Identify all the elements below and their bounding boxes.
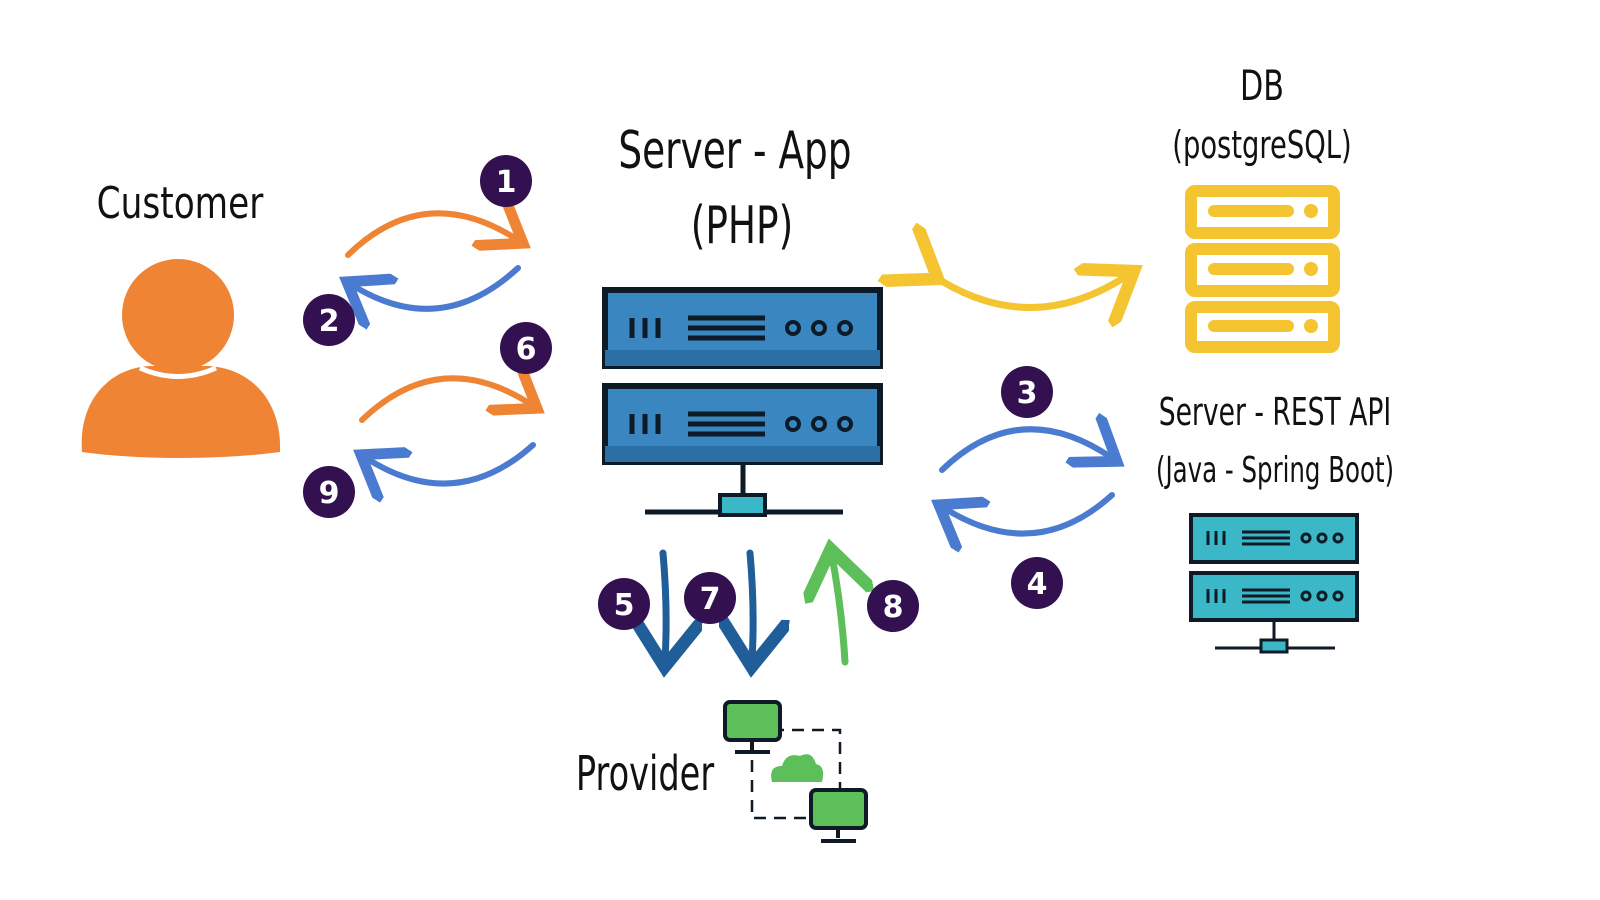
arrow-step-2 [352,265,521,309]
step-number: 6 [516,332,537,367]
step-badge-6: 6 [500,322,552,374]
server-app-label: Server - App [618,120,851,181]
step-number: 7 [700,582,721,617]
step-number: 2 [319,304,340,339]
server-app-tech-label: (PHP) [691,195,794,256]
customer-label: Customer [97,178,264,229]
step-badge-9: 9 [303,466,355,518]
step-number: 8 [883,590,904,625]
database-icon [1185,185,1340,353]
rest-api-tech-label: (Java - Spring Boot) [1156,449,1394,491]
arrow-step-5 [663,549,666,660]
provider-label: Provider [576,746,715,802]
rest-api-label: Server - REST API [1159,390,1392,434]
step-badge-7: 7 [684,572,736,624]
db-tech-label: (postgreSQL) [1172,122,1351,167]
server-unit-bottom [602,383,883,465]
step-number: 3 [1017,376,1038,411]
step-badge-5: 5 [598,578,650,630]
step-number: 1 [496,165,517,200]
arrow-step-9 [366,442,536,484]
person-icon [81,259,281,458]
server-icon [602,287,883,517]
arrow-step-3 [939,429,1112,473]
step-badge-3: 3 [1001,366,1053,418]
arrow-step-1 [345,213,518,258]
step-badge-1: 1 [480,155,532,207]
arrow-step-6 [359,378,532,423]
arrow-step-7 [750,549,753,660]
step-number: 9 [319,476,340,511]
step-number: 5 [614,588,635,623]
step-badge-4: 4 [1011,557,1063,609]
arrow-db [932,275,1128,308]
db-label: DB [1240,61,1284,110]
server-unit-top [602,287,883,369]
rest-api-server-icon [1189,513,1359,654]
step-number: 4 [1027,567,1048,602]
step-badge-2: 2 [303,294,355,346]
arrow-step-4 [944,492,1115,534]
step-badge-8: 8 [867,580,919,632]
network-computers-cloud-icon [723,700,868,843]
arrow-step-8 [832,556,845,666]
